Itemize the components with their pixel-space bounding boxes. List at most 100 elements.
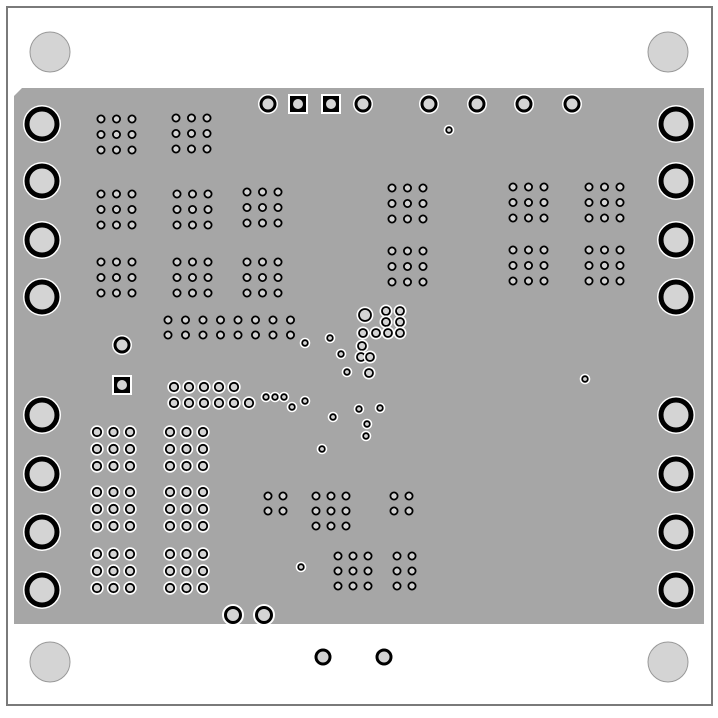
via — [341, 506, 351, 516]
via — [96, 220, 106, 230]
via — [508, 213, 518, 223]
via — [164, 443, 176, 455]
via — [524, 260, 534, 270]
via — [198, 330, 208, 340]
via — [271, 393, 279, 401]
via — [600, 276, 610, 286]
via — [615, 213, 625, 223]
via — [395, 306, 405, 316]
via — [445, 126, 453, 134]
via — [202, 128, 212, 138]
via — [341, 521, 351, 531]
via — [124, 582, 136, 594]
via — [197, 548, 209, 560]
via — [389, 491, 399, 501]
via — [263, 491, 273, 501]
via — [584, 245, 594, 255]
via — [333, 581, 343, 591]
via — [311, 506, 321, 516]
via — [108, 486, 119, 498]
connector-pad — [658, 572, 694, 608]
via — [197, 486, 209, 498]
via — [508, 260, 518, 270]
via — [402, 277, 412, 287]
via — [202, 144, 212, 154]
via — [215, 330, 225, 340]
via — [181, 426, 192, 438]
via — [337, 350, 345, 358]
via — [262, 393, 270, 401]
via — [524, 182, 534, 192]
via — [364, 368, 374, 378]
via — [124, 520, 136, 532]
via — [584, 276, 594, 286]
via — [91, 486, 103, 498]
test-pad — [314, 648, 332, 666]
via — [343, 368, 351, 376]
via — [341, 491, 351, 501]
via — [278, 491, 288, 501]
via — [164, 548, 176, 560]
via — [615, 197, 625, 207]
via — [124, 503, 136, 515]
via — [615, 182, 625, 192]
connector-pad — [658, 222, 694, 258]
via — [108, 503, 119, 515]
via — [362, 432, 370, 440]
via — [407, 551, 417, 561]
connector-pad — [658, 514, 694, 550]
connector-pad — [658, 279, 694, 315]
via — [91, 426, 103, 438]
via — [203, 204, 213, 214]
via — [387, 277, 397, 287]
via — [376, 404, 384, 412]
via — [197, 565, 209, 577]
via — [96, 189, 106, 199]
via — [171, 113, 181, 123]
via — [180, 330, 190, 340]
test-pad — [375, 648, 393, 666]
connector-pad — [24, 514, 60, 550]
via — [301, 397, 309, 405]
via — [539, 182, 549, 192]
via — [508, 276, 518, 286]
via — [164, 565, 176, 577]
via — [326, 506, 336, 516]
connector-pad — [24, 456, 60, 492]
via — [268, 315, 278, 325]
via — [112, 288, 122, 298]
connector-pad — [658, 163, 694, 199]
via — [285, 315, 295, 325]
via — [407, 581, 417, 591]
via — [228, 381, 240, 393]
via — [288, 403, 296, 411]
via — [363, 566, 373, 576]
via — [301, 339, 309, 347]
via — [268, 330, 278, 340]
via — [329, 413, 337, 421]
via — [112, 272, 122, 282]
via — [387, 198, 397, 208]
via — [171, 128, 181, 138]
via — [213, 397, 225, 409]
via — [163, 315, 173, 325]
via — [280, 393, 288, 401]
via — [371, 328, 381, 338]
test-pad — [255, 606, 273, 624]
via — [600, 260, 610, 270]
via — [127, 257, 137, 267]
via — [418, 198, 428, 208]
via — [181, 565, 192, 577]
via — [112, 129, 122, 139]
via — [213, 381, 225, 393]
via — [539, 197, 549, 207]
via — [96, 129, 106, 139]
via — [172, 257, 182, 267]
via — [387, 246, 397, 256]
connector-pad — [24, 397, 60, 433]
via — [127, 220, 137, 230]
via — [197, 426, 209, 438]
via — [91, 503, 103, 515]
via — [108, 565, 119, 577]
